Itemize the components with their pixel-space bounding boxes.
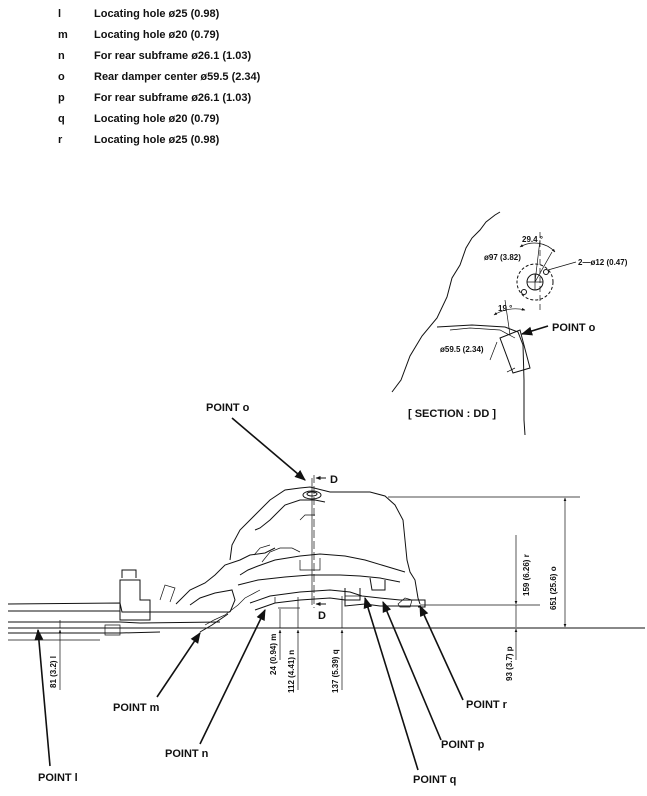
section-panel: [436, 324, 526, 436]
legend-desc: For rear subframe ø26.1 (1.03): [94, 92, 252, 104]
dim-159-label: 159 (6.26) r: [522, 554, 531, 596]
legend-desc: Locating hole ø25 (0.98): [94, 134, 220, 146]
dim-137-label: 137 (5.39) q: [331, 649, 340, 693]
angle-19-label: 19 °: [498, 304, 512, 313]
dim-112-label: 112 (4.41) n: [287, 650, 296, 693]
point-p-label: POINT p: [441, 739, 485, 751]
legend-desc: For rear subframe ø26.1 (1.03): [94, 50, 252, 62]
point-l-label: POINT l: [38, 772, 78, 784]
legend-key: m: [58, 29, 68, 41]
section-mark-bottom: D: [318, 610, 326, 622]
dim-651-label: 651 (25.6) o: [549, 566, 558, 610]
dim-93-label: 93 (3.7) p: [505, 646, 514, 681]
point-q-label: POINT q: [413, 774, 456, 786]
dia-595-label: ø59.5 (2.34): [440, 345, 484, 354]
rear-frame-side-view: POINT o D D 651 (25.6) o 159 (6.26) r 93…: [7, 402, 645, 786]
section-outline: [391, 211, 501, 393]
section-dd-title: [ SECTION : DD ]: [408, 408, 496, 420]
legend-key: n: [58, 50, 65, 62]
damper-tower: [229, 486, 421, 605]
dim-81-label: 81 (3.2) l: [49, 656, 58, 688]
angle-29-label: 29.4 °: [522, 235, 543, 244]
point-n-label: POINT n: [165, 748, 209, 760]
section-point-o-label: POINT o: [552, 322, 596, 334]
legend-key: q: [58, 113, 65, 125]
dim-24-label: 24 (0.94) m: [269, 634, 278, 675]
holes-label: 2—ø12 (0.47): [578, 258, 628, 267]
legend-desc: Locating hole ø20 (0.79): [94, 113, 220, 125]
section-mark-top: D: [330, 474, 338, 486]
legend-key: o: [58, 71, 65, 83]
dia-97-label: ø97 (3.82): [484, 253, 521, 262]
section-dd-detail: 29.4 ° ø97 (3.82) 2—ø12 (0.47) 19 ° ø59.…: [391, 211, 628, 436]
hub-circle: [516, 263, 554, 301]
legend-key: p: [58, 92, 65, 104]
point-m-label: POINT m: [113, 702, 160, 714]
point-r-label: POINT r: [466, 699, 508, 711]
legend-key: r: [58, 134, 63, 146]
legend-desc: Locating hole ø20 (0.79): [94, 29, 220, 41]
legend-desc: Locating hole ø25 (0.98): [94, 8, 220, 20]
legend-desc: Rear damper center ø59.5 (2.34): [94, 71, 261, 83]
legend-key: l: [58, 8, 62, 20]
main-point-o-label: POINT o: [206, 402, 250, 414]
